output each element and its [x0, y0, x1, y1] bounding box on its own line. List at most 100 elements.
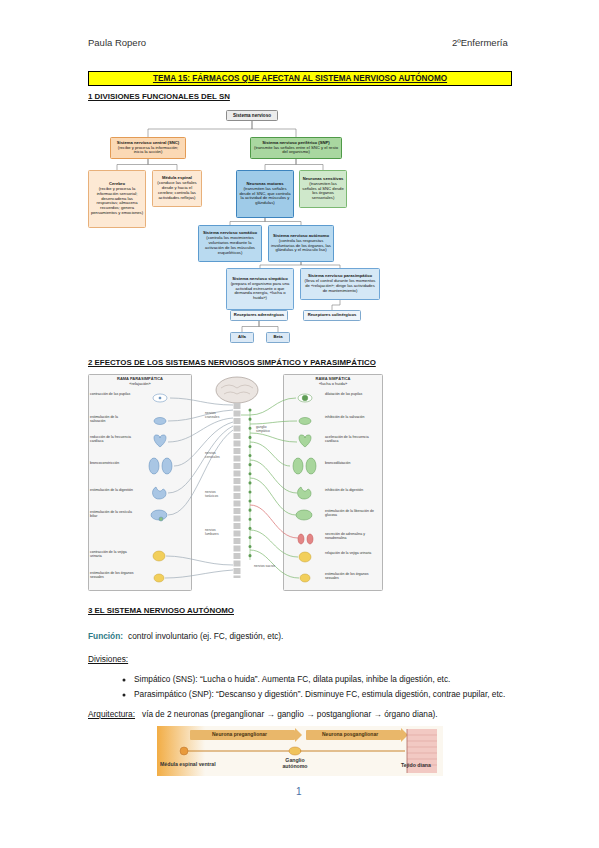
- nerve-label: nervios sacros: [254, 565, 276, 569]
- box-text: (recibe y procesa la información; inicia…: [113, 146, 184, 156]
- sympathetic-nerves-part: [250, 550, 299, 578]
- box-text: «relajación»: [91, 382, 190, 387]
- sympathetic-nerves-part: [241, 398, 296, 415]
- receptor-type-box: Alfa: [230, 332, 254, 343]
- parasympathetic-organs-part: [149, 458, 159, 474]
- brain-spine-part: [234, 403, 241, 578]
- neuron-pathway-part: [157, 726, 443, 776]
- organ-effect-label: estimulación de la vesícula biliar: [90, 511, 134, 519]
- tree-connector: [230, 218, 265, 225]
- sympathetic-organs: [293, 394, 316, 582]
- flowchart-box: Neuronas sensitivas(transmiten las señal…: [299, 170, 347, 208]
- sympathetic-nerves-part: [250, 421, 297, 424]
- parasympathetic-nerves-part: [168, 426, 233, 493]
- tree-connector: [148, 121, 252, 137]
- neuron-pathway: [157, 726, 443, 776]
- flowchart-box: Sistema nervioso somático(controla los m…: [198, 225, 262, 262]
- neuron-label: Neurona posganglionar: [322, 732, 378, 738]
- organ-effect-label: reducción de la frecuencia cardíaca: [90, 436, 134, 444]
- section-heading: 1 DIVISIONES FUNCIONALES DEL SN: [88, 92, 230, 101]
- flowchart-box: Neuronas motoras(transmiten las señales …: [236, 170, 294, 218]
- organ-effect-label: inhibición de la digestión: [325, 489, 379, 493]
- flowchart-box: Sistema nervioso parasimpático(lleva el …: [300, 268, 380, 300]
- nerve-label: nervios cervicales: [205, 452, 229, 459]
- box-heading: Alfa: [233, 335, 252, 340]
- flowchart-box: Cerebro(recibe y procesa la información …: [88, 170, 146, 228]
- brain-spine: [216, 377, 258, 578]
- organ-effect-label: contracción de las pupilas: [90, 393, 134, 397]
- page-header: Paula Ropero: [88, 38, 146, 49]
- flowchart-box: Sistema nervioso central (SNC)(recibe y …: [110, 137, 186, 159]
- organ-effect-label: estimulación de la liberación de glucosa: [325, 510, 379, 518]
- tree-connector: [148, 159, 177, 170]
- organ-effect-label: broncoconstricción: [90, 462, 134, 466]
- parasympathetic-nerves-part: [168, 410, 233, 421]
- flowchart-box: Médula espinal(conduce las señales desde…: [152, 170, 202, 207]
- organ-effect-label: inhibición de la salivación: [325, 416, 379, 420]
- neuron-label: Ganglio autónomo: [276, 758, 314, 770]
- parasympathetic-nerves-part: [168, 418, 233, 442]
- tree-connector: [265, 218, 301, 225]
- receptor-type-box: Beta: [266, 332, 290, 343]
- parasympathetic-organs-part: [153, 394, 167, 402]
- box-heading: Receptores adrenérgicos: [233, 313, 286, 318]
- organ-effect-label: estimulación de los órganos sexuales: [90, 572, 134, 580]
- document-title: TEMA 15: FÁRMACOS QUE AFECTAN AL SISTEMA…: [88, 71, 512, 86]
- tree-connector: [265, 159, 296, 170]
- parasympathetic-nerves-part: [166, 556, 233, 565]
- sympathetic-organs-part: [306, 458, 316, 474]
- neuron-pathway-part: [300, 750, 405, 751]
- neuron-pathway-part: [289, 747, 301, 755]
- parasympathetic-organs-part: [162, 458, 172, 474]
- body-text: vía de 2 neuronas (preganglionar → gangl…: [142, 710, 438, 720]
- parasympathetic-nerves-part: [174, 422, 233, 466]
- parasympathetic-nerves-part: [168, 430, 233, 515]
- parasympathetic-nerves-part: [170, 398, 233, 405]
- sympathetic-organs-part: [299, 552, 311, 562]
- organ-effect-label: relajación de la vejiga urinaria: [325, 552, 379, 556]
- brain-spine-part: [216, 377, 258, 403]
- nerve-label: nervios craneales: [205, 412, 229, 419]
- page-number: 1: [296, 786, 302, 798]
- flowchart-box: Sistema nervioso simpático(prepara el or…: [226, 268, 294, 310]
- sympathetic-nerves-part: [249, 410, 252, 560]
- box-heading: Receptores colinérgicos: [306, 313, 359, 318]
- sympathetic-organs-part: [296, 510, 312, 520]
- body-text: control involuntario (ej. FC, digestión,…: [128, 632, 283, 642]
- box-text: (conduce las señales desde y hacia el ce…: [155, 181, 200, 201]
- root-box: Sistema nervioso: [226, 110, 278, 121]
- neuron-label: Médula espinal ventral: [160, 762, 216, 768]
- sympathetic-nerves: [241, 398, 299, 578]
- sympathetic-organs-part: [298, 394, 312, 402]
- parasympathetic-organs-part: [153, 551, 165, 561]
- parasympathetic-organs-part: [153, 487, 167, 499]
- section-heading: 3 EL SISTEMA NERVIOSO AUTÓNOMO: [88, 606, 234, 615]
- bullet-text: Simpático (SNS): “Lucha o huida”. Aument…: [134, 675, 450, 685]
- body-keyword: Divisiones:: [88, 655, 128, 665]
- organ-effect-label: estimulación de la salivación: [90, 416, 134, 424]
- body-keyword: Función:: [88, 632, 123, 642]
- tree-connector: [242, 321, 259, 332]
- parasympathetic-organs-part: [154, 574, 164, 582]
- box-text: (transmite las señales entre el SNC y el…: [253, 146, 340, 156]
- page-header: 2ºEnfermería: [452, 38, 508, 49]
- branch-panel: RAMA PARASIMPÁTICA«relajación»: [88, 374, 192, 591]
- organ-effect-label: contracción de la vejiga urinaria: [90, 551, 134, 559]
- sympathetic-nerves-part: [250, 505, 298, 538]
- organ-effect-label: secreción de adrenalina y noradrenalina: [325, 533, 379, 541]
- neuron-pathway-part: [190, 730, 295, 740]
- branch-panel: RAMA SIMPÁTICA«lucha o huida»: [283, 374, 383, 591]
- sympathetic-organs-part: [299, 435, 311, 447]
- box-text: (controla las respuestas involuntarias d…: [271, 239, 332, 254]
- neuron-pathway-part: [295, 728, 302, 742]
- box-text: (transmiten las señales al SNC desde los…: [302, 182, 345, 202]
- organ-effect-label: dilatación de las pupilas: [325, 393, 379, 397]
- list-bullets: [123, 679, 126, 697]
- parasympathetic-organs-part: [154, 418, 166, 425]
- sympathetic-organs-part: [299, 418, 311, 425]
- nerve-label: ganglio simpático: [256, 426, 278, 433]
- box-heading: Beta: [269, 335, 288, 340]
- tree-connector: [252, 121, 296, 137]
- sympathetic-organs-part: [302, 395, 308, 401]
